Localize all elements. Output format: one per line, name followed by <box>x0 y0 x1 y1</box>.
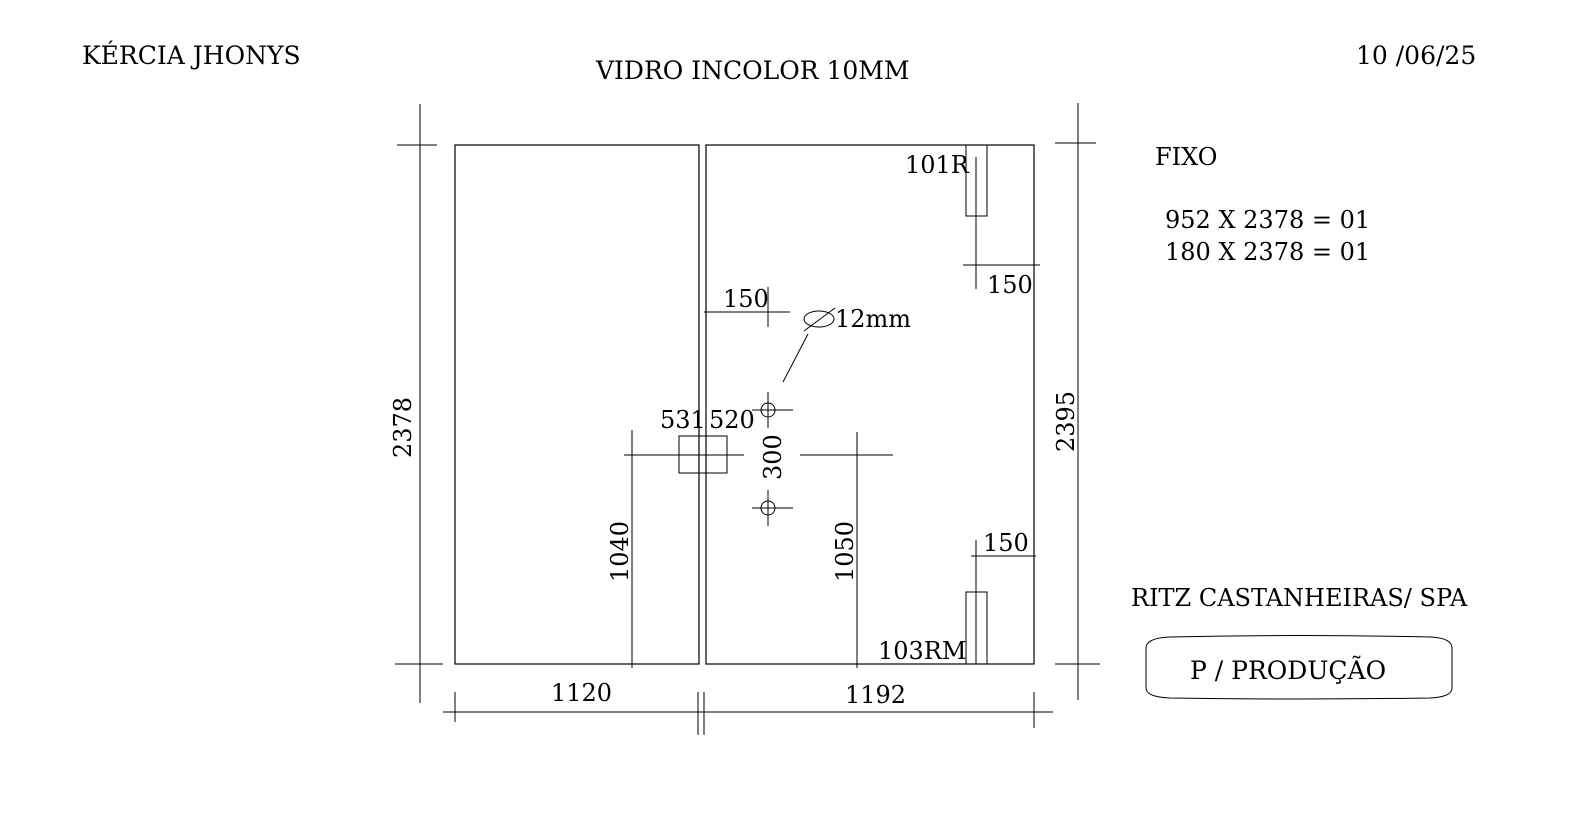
notes-line-1: 952 X 2378 = 01 <box>1165 206 1370 234</box>
client-name: KÉRCIA JHONYS <box>82 41 301 70</box>
lock-height-left-label: 1040 <box>606 521 634 582</box>
lock-height-right-label: 1050 <box>831 521 859 582</box>
lock-left-label: 531 <box>660 406 706 434</box>
width-dimension-bottom <box>443 692 1053 735</box>
bottom-hinge-offset-label: 150 <box>983 529 1029 557</box>
hole-marker-upper <box>752 392 793 428</box>
project-name: RITZ CASTANHEIRAS/ SPA <box>1131 584 1468 612</box>
status-box <box>1145 635 1453 700</box>
height-right-label: 2395 <box>1052 391 1080 452</box>
notes-heading: FIXO <box>1155 143 1217 171</box>
bottom-hinge-label: 103RM <box>878 637 966 665</box>
hole-marker-lower <box>752 490 793 526</box>
width-right-label: 1192 <box>845 681 906 709</box>
height-left-label: 2378 <box>389 397 417 458</box>
left-glass-panel <box>454 144 700 665</box>
width-left-label: 1120 <box>551 679 612 707</box>
height-dimension-left <box>395 104 443 703</box>
status-box-label: P / PRODUÇÃO <box>1190 656 1386 685</box>
hole-diameter-symbol <box>782 307 836 383</box>
hole-offset-label: 150 <box>723 285 769 313</box>
top-hinge-offset-label: 150 <box>987 271 1033 299</box>
right-glass-panel <box>705 144 1035 665</box>
drawing-date: 10 /06/25 <box>1356 41 1476 70</box>
hole-diameter-label: 12mm <box>835 305 911 333</box>
top-hinge-label: 101R <box>905 151 970 179</box>
notes-line-2: 180 X 2378 = 01 <box>1165 238 1370 266</box>
drawing-title: VIDRO INCOLOR 10MM <box>595 56 910 85</box>
lock-right-label: 520 <box>709 406 755 434</box>
height-dimension-right <box>1055 103 1100 700</box>
hole-spacing-label: 300 <box>759 434 787 480</box>
